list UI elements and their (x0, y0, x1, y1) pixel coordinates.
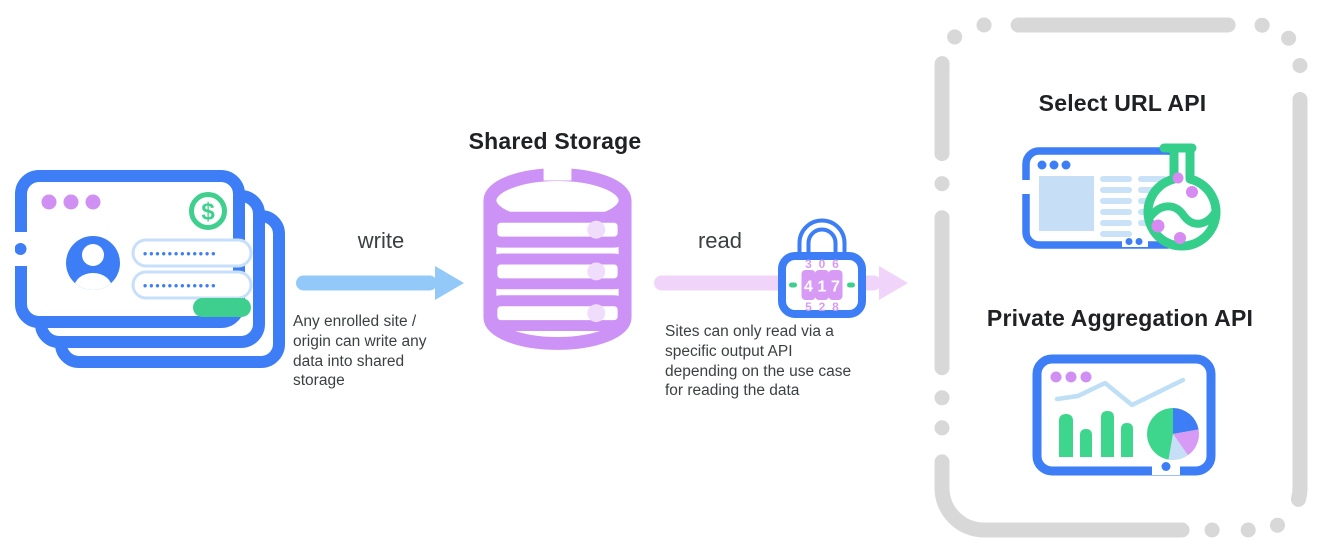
output-api-boundary (934, 17, 1308, 538)
dial-digit-below: 5 (805, 300, 812, 314)
border-dot (15, 243, 27, 255)
dial-digit-above: 6 (832, 257, 839, 271)
avatar-person (74, 244, 112, 290)
flask-bubbles (1151, 172, 1198, 244)
line-chart-icon (1054, 377, 1186, 408)
select-url-api-title: Select URL API (1038, 90, 1207, 116)
private-aggregation-api-icon (1032, 354, 1216, 476)
window-control-dots (1037, 160, 1071, 170)
dial-marker-left (789, 282, 797, 288)
border-gap (1022, 180, 1031, 194)
border-gap (1122, 237, 1148, 247)
dial-digit-below: 2 (819, 300, 826, 314)
window-control-dots (1050, 371, 1092, 383)
content-panel (1039, 176, 1094, 231)
read-description: Sites can only read via a specific outpu… (665, 323, 852, 400)
private-aggregation-api-title: Private Aggregation API (986, 305, 1254, 331)
dollar-sign: $ (201, 199, 215, 226)
flask-icon (1143, 143, 1221, 251)
border-dot (1161, 462, 1171, 471)
login-button-icon (193, 298, 251, 317)
password-field (131, 238, 253, 268)
flask-liquid-wave (1149, 202, 1215, 228)
window-control-dots (41, 194, 101, 210)
shared-storage-title: Shared Storage (468, 128, 642, 154)
dial-digit-above: 0 (819, 257, 826, 271)
browser-window-stack-icon: $ •••••••••••• •••••••••••• (15, 170, 285, 368)
dial-marker-right (847, 282, 855, 288)
database-bands (486, 211, 629, 332)
password-fields (131, 238, 253, 300)
database-icon (483, 164, 632, 350)
dial-digit: 1 (818, 279, 827, 296)
border-dot (1125, 238, 1133, 245)
lock-dials (801, 270, 843, 300)
pie-chart-icon (1147, 408, 1199, 460)
dial-digit-below: 8 (832, 300, 839, 314)
write-arrow (296, 266, 464, 300)
border-dot (1135, 238, 1143, 245)
cylinder-top-gap (543, 164, 572, 181)
password-value: •••••••••••• (143, 247, 217, 261)
write-description: Any enrolled site / origin can write any… (293, 313, 427, 390)
dial-digit: 4 (804, 279, 813, 296)
password-field (131, 270, 253, 300)
database-band-dots (587, 220, 606, 323)
bar-chart-icon (1059, 411, 1133, 457)
password-value: •••••••••••• (143, 279, 217, 293)
combination-lock-icon: 3 0 6 4 1 7 5 2 8 (778, 218, 866, 318)
dollar-icon (189, 192, 227, 230)
read-label: read (697, 228, 743, 253)
window-frames (15, 170, 285, 368)
select-url-api-icon (1022, 143, 1221, 251)
dial-digit: 7 (831, 279, 840, 296)
dial-digit-above: 3 (805, 257, 812, 271)
write-label: write (357, 228, 405, 253)
